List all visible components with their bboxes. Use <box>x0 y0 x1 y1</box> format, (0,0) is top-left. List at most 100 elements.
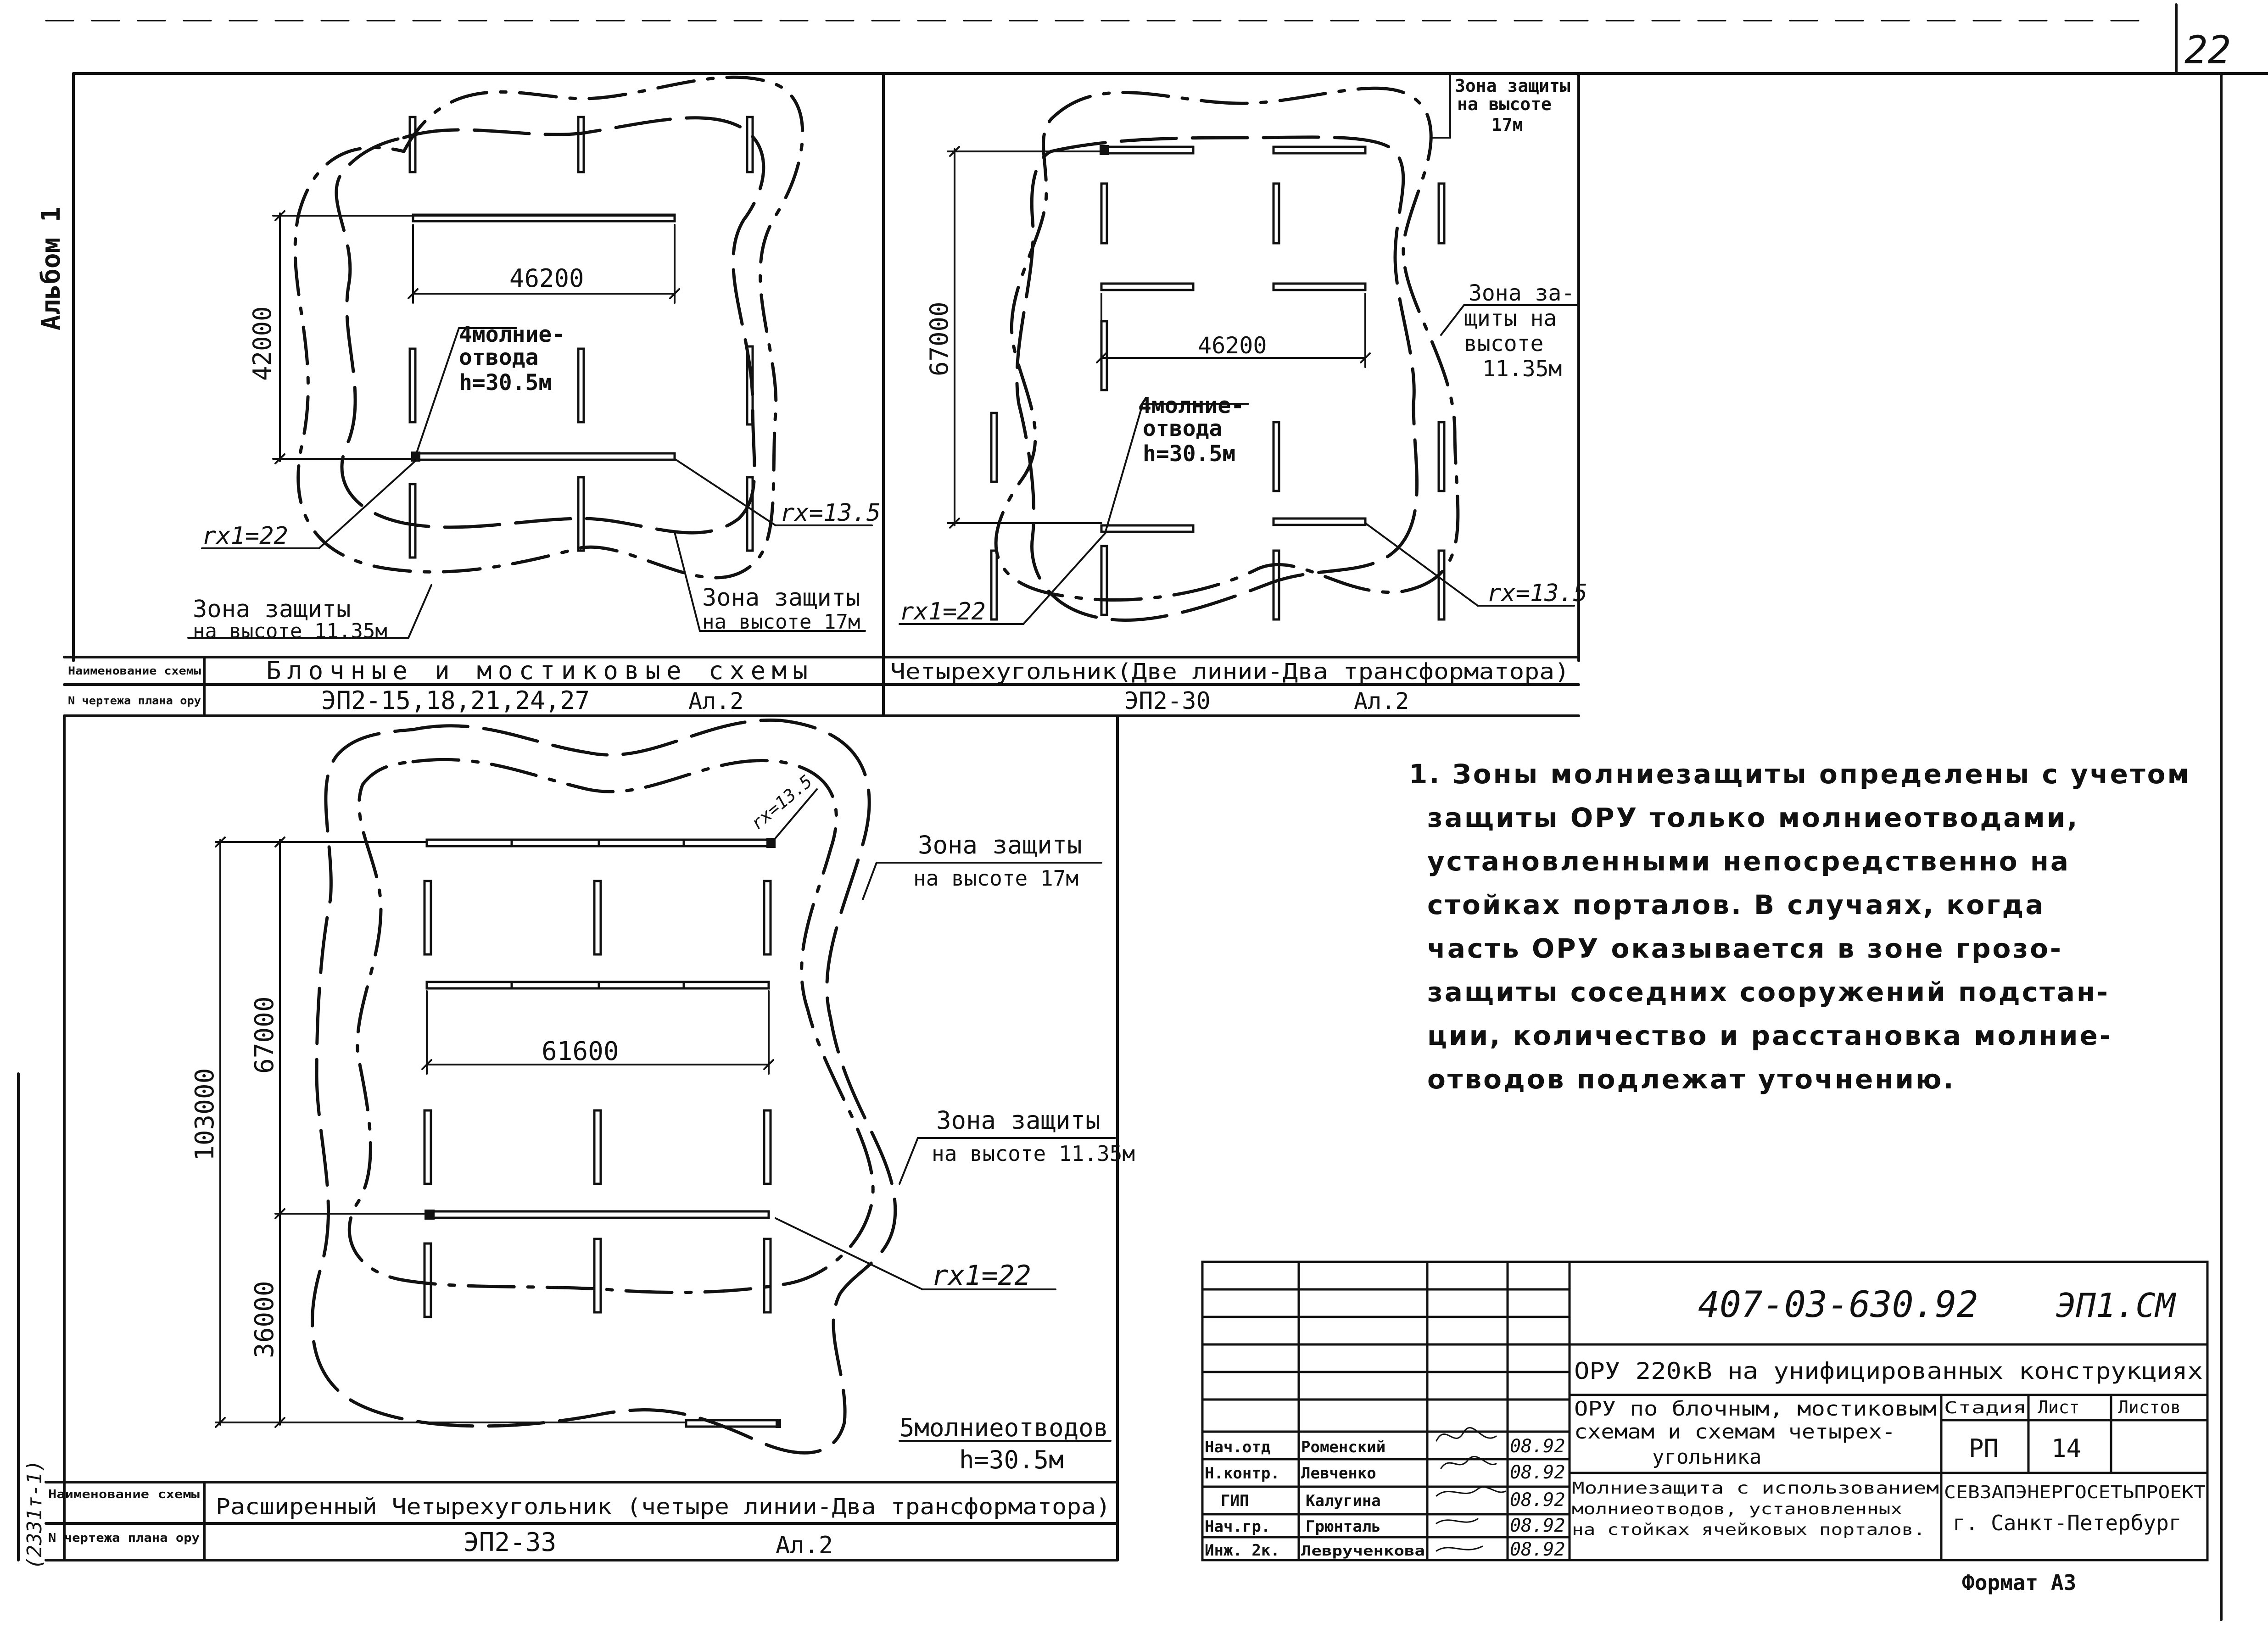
tb-signer-date-2: 08.92 <box>1510 1489 1565 1511</box>
tb-stage-label: Стадия <box>1944 1399 2027 1417</box>
scheme-c-dim-h1: 67000 <box>250 996 279 1074</box>
scheme-c-sheet: Ал.2 <box>776 1532 833 1559</box>
format-label: Формат А3 <box>1962 1570 2076 1595</box>
scheme-b-zone-17-l3: 17м <box>1492 115 1523 135</box>
tb-org-1: СЕВЗАПЭНЕРГОСЕТЬПРОЕКТ <box>1944 1482 2206 1502</box>
scheme-a-rods-2: отвода <box>459 345 538 370</box>
tb-signer-date-4: 08.92 <box>1510 1539 1565 1560</box>
scheme-c-name-label: Наименование схемы <box>48 1488 200 1501</box>
scheme-c-drawing: ЭП2-33 <box>464 1528 556 1557</box>
scheme-c-zone-17-l2: на высоте 17м <box>913 866 1078 891</box>
scheme-b-zone-17-l1: Зона защиты <box>1455 76 1570 96</box>
tb-signer-name-3: Грюнталь <box>1306 1517 1381 1536</box>
tb-sheet-title-2: молниеотводов, установленных <box>1572 1500 1902 1518</box>
tb-signer-role-1: Н.контр. <box>1205 1464 1280 1483</box>
tb-signer-name-1: Левченко <box>1301 1464 1376 1483</box>
scheme-c-diagram <box>215 718 1116 1455</box>
signatures <box>1436 1427 1506 1552</box>
tb-sheet-title-3: на стойках ячейковых порталов. <box>1572 1521 1925 1539</box>
side-stamp: (2331т-1) <box>23 1460 46 1569</box>
page-number: 22 <box>2184 28 2231 72</box>
tb-signer-role-0: Нач.отд <box>1205 1438 1270 1456</box>
tb-signer-name-4: Леврученкова <box>1301 1543 1425 1559</box>
tb-doc: ЭП1.СМ <box>2056 1286 2177 1325</box>
tb-org-2: г. Санкт-Петербург <box>1953 1511 2182 1535</box>
note-line: защиты ОРУ только молниеотводами, <box>1427 802 2079 833</box>
scheme-c-name: Расширенный Четырехугольник (четыре лини… <box>216 1494 1111 1520</box>
note-line: отводов подлежат уточнению. <box>1427 1064 1955 1095</box>
tb-part-3: угольника <box>1652 1445 1761 1469</box>
scheme-b-diagram <box>899 72 1580 625</box>
tb-sheet-title-1: Молниезащита с использованием <box>1572 1479 1939 1498</box>
album-label: Альбом 1 <box>36 206 66 330</box>
scheme-a-drawing-label: N чертежа плана ору <box>68 694 201 707</box>
scheme-a-name-label: Наименование схемы <box>68 664 201 677</box>
scheme-c-zone-1135-l1: Зона защиты <box>936 1106 1100 1135</box>
tb-signer-date-3: 08.92 <box>1510 1515 1565 1536</box>
scheme-a-name: Блочные и мостиковые схемы <box>266 656 808 685</box>
scheme-c-zone-1135-l2: на высоте 11.35м <box>932 1141 1135 1166</box>
scheme-c-dim-total: 103000 <box>190 1068 220 1161</box>
note-line: часть ОРУ оказывается в зоне грозо- <box>1427 933 2063 964</box>
note-line: стойках порталов. В случаях, когда <box>1427 889 2045 920</box>
note-line: 1. Зоны молниезащиты определены с учетом <box>1409 758 2191 790</box>
tb-signer-role-3: Нач.гр. <box>1205 1517 1270 1536</box>
scheme-b-rx: rx=13.5 <box>1487 580 1587 607</box>
tb-signer-date-0: 08.92 <box>1510 1436 1565 1457</box>
scheme-b-rods-3: h=30.5м <box>1143 441 1235 467</box>
scheme-b-zone-17-l2: на высоте <box>1457 94 1552 114</box>
tb-signer-name-0: Роменский <box>1301 1438 1385 1456</box>
title-block-frame <box>1201 1260 2209 1561</box>
scheme-c-zone-17-l1: Зона защиты <box>918 831 1082 859</box>
scheme-c-frame <box>17 714 1119 1561</box>
tb-stage: РП <box>1969 1434 1999 1463</box>
scheme-c-rx1: rx1=22 <box>932 1260 1031 1292</box>
scheme-a-drawing: ЭП2-15,18,21,24,27 <box>321 686 590 715</box>
scheme-c-dim-h2: 36000 <box>250 1281 279 1358</box>
scheme-a-zone-1135-l2: на высоте 11.35м <box>193 619 387 643</box>
tb-project: ОРУ 220кВ на унифицированных конструкция… <box>1574 1358 2203 1384</box>
tb-part-1: ОРУ по блочным, мостиковым <box>1574 1397 1937 1421</box>
scheme-a-rx1: rx1=22 <box>202 522 288 550</box>
scheme-b-zone-1135-l1: Зона за- <box>1469 280 1575 306</box>
scheme-b-zone-1135-l2: щиты на <box>1464 306 1557 331</box>
tb-signer-name-2: Калугина <box>1306 1492 1381 1510</box>
scheme-a-zone-1135-l1: Зона защиты <box>193 596 351 623</box>
scheme-a-frame <box>63 72 2223 717</box>
scheme-b-name: Четырехугольник(Две линии-Два трансформа… <box>890 659 1570 685</box>
scheme-a-dim-w: 46200 <box>509 264 584 293</box>
scheme-a-zone-17 <box>335 116 765 535</box>
note-line: установленными непосредственно на <box>1427 846 2071 877</box>
scheme-b-drawing: ЭП2-30 <box>1124 687 1211 715</box>
tb-part-2: схемам и схемам четырех- <box>1574 1420 1895 1444</box>
scheme-a-rods-3: h=30.5м <box>459 370 552 396</box>
scheme-c-zone-17 <box>311 718 897 1455</box>
scheme-a-sheet: Ал.2 <box>688 688 743 714</box>
scheme-b-rx1: rx1=22 <box>899 598 986 625</box>
scheme-b-sheet: Ал.2 <box>1354 688 1409 714</box>
scheme-a-zone-17-l2: на высоте 17м <box>702 610 860 634</box>
tb-signer-role-2: ГИП <box>1221 1492 1249 1510</box>
scheme-b-rods-1: 4молние- <box>1138 393 1244 418</box>
tb-sheets-label: Листов <box>2118 1397 2181 1417</box>
scheme-b-zone-1135-l4: 11.35м <box>1482 356 1562 382</box>
scheme-b-zone-17 <box>994 86 1460 602</box>
note-line: защиты соседних сооружений подстан- <box>1427 976 2110 1008</box>
tb-code: 407-03-630.92 <box>1698 1284 1978 1326</box>
scheme-c-rods-1: 5молниеотводов <box>899 1413 1108 1442</box>
tb-sheet-label: Лист <box>2038 1397 2080 1417</box>
note-line: ции, количество и расстановка молние- <box>1427 1020 2112 1051</box>
scheme-c-zone-11-35 <box>347 758 875 1294</box>
scheme-a-rx: rx=13.5 <box>780 499 881 527</box>
scheme-a-diagram <box>187 75 873 639</box>
tb-signer-date-1: 08.92 <box>1510 1462 1565 1483</box>
scheme-c-drawing-label: N чертежа плана ору <box>48 1531 200 1545</box>
scheme-c-rods-2: h=30.5м <box>959 1445 1064 1474</box>
scheme-b-zone-1135-l3: высоте <box>1464 331 1543 357</box>
scheme-b-dim-w: 46200 <box>1198 332 1267 359</box>
scheme-a-rods-1: 4молние- <box>459 322 565 347</box>
scheme-b-dim-h: 67000 <box>925 301 954 376</box>
general-note: 1. Зоны молниезащиты определены с учетом… <box>1409 753 2191 1101</box>
tb-sheet: 14 <box>2051 1434 2081 1463</box>
